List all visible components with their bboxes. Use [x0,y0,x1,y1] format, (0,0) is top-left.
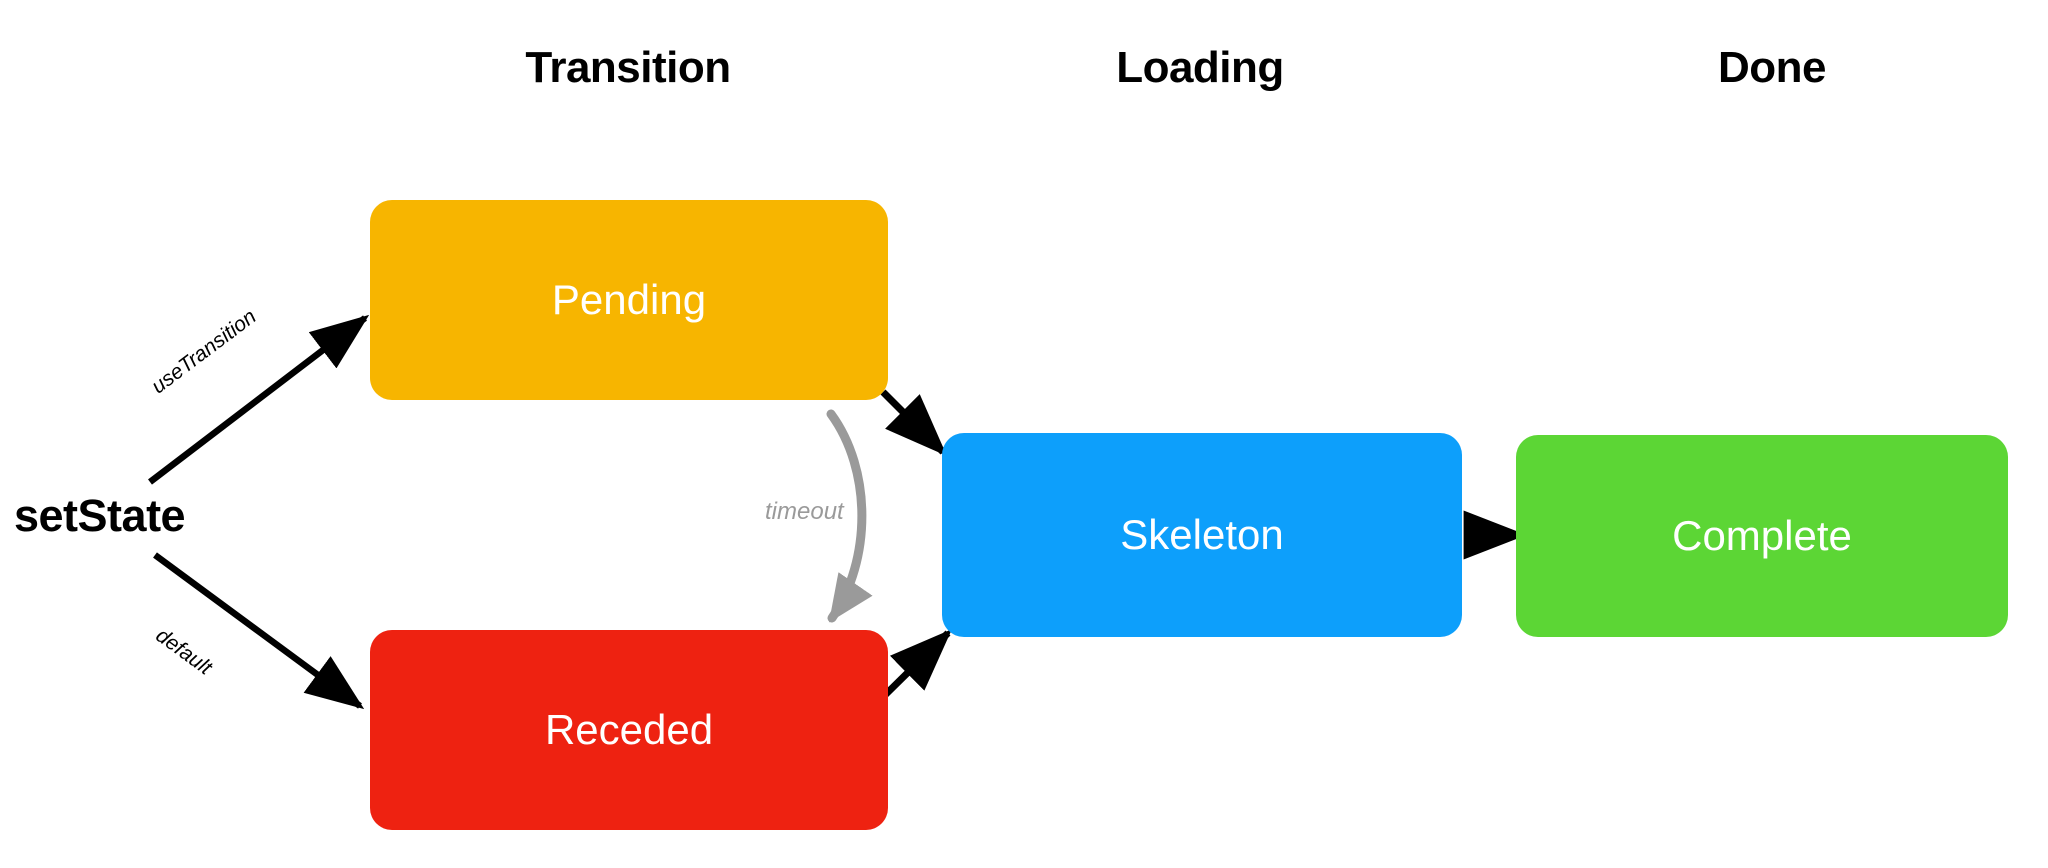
edge-label-default: default [151,623,217,680]
edge-setstate-to-receded [153,552,365,710]
state-node-label: Complete [1672,512,1852,559]
state-node-receded[interactable]: Receded [370,630,888,830]
edge-receded-to-skeleton [877,629,952,703]
state-node-pending[interactable]: Pending [370,200,888,400]
column-header-transition: Transition [525,43,731,92]
state-node-label: Receded [544,706,714,753]
edge-pending-to-skeleton [880,389,947,456]
state-node-skeleton[interactable]: Skeleton [942,433,1462,637]
column-header-done: Done [1718,43,1827,92]
edge-label-timeout: timeout [765,498,844,525]
source-label-setstate: setState [14,490,186,541]
edge-setstate-to-pending [148,314,370,485]
column-header-loading: Loading [1116,43,1284,92]
state-node-label: Pending [551,276,707,323]
state-node-label: Skeleton [1120,511,1284,558]
state-node-complete[interactable]: Complete [1516,435,2008,637]
edge-label-usetransition: useTransition [147,304,261,399]
